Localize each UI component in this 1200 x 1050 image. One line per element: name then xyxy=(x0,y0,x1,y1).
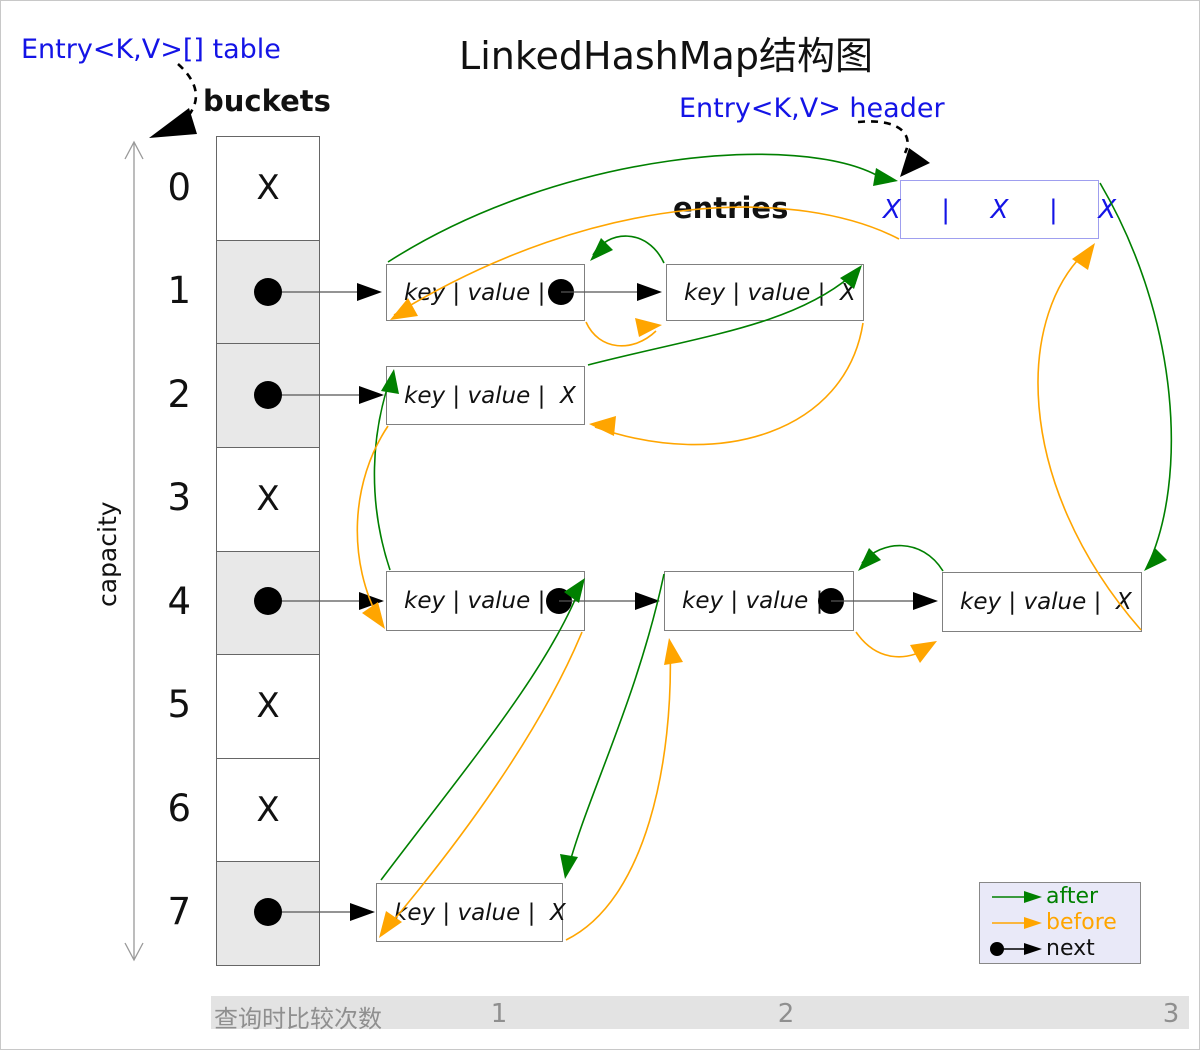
before-arrow-icon xyxy=(992,917,1042,929)
after-arrowhead xyxy=(1144,548,1167,571)
page-title: LinkedHashMap结构图 xyxy=(459,34,873,78)
after-arrowhead xyxy=(560,854,578,879)
legend: after before next xyxy=(979,882,1141,964)
bucket-index-7: 7 xyxy=(167,890,191,933)
legend-before-label: before xyxy=(1046,910,1117,935)
bucket-index-3: 3 xyxy=(167,476,191,519)
next-arrow-icon xyxy=(990,942,1042,956)
before-arrowhead xyxy=(362,602,385,629)
table-reference-arrow xyxy=(149,63,198,138)
before-arrowhead xyxy=(635,318,662,337)
before-arrowhead xyxy=(664,638,683,665)
legend-row-before: before xyxy=(988,910,1140,936)
legend-after-label: after xyxy=(1046,884,1099,909)
bucket-cell-0: X xyxy=(217,137,319,241)
bucket-index-6: 6 xyxy=(167,787,191,830)
before-arrow-b1e2-to-b2e1 xyxy=(594,322,864,446)
entry-node-bucket2-1: key | value | X xyxy=(386,366,585,425)
entry-node-bucket4-2: key | value | xyxy=(664,571,854,631)
legend-row-next: next xyxy=(988,936,1140,962)
before-arrowhead xyxy=(910,641,937,663)
before-arrowhead xyxy=(1072,243,1095,270)
after-arrowhead xyxy=(590,238,613,261)
after-arrow-b1e1-to-header xyxy=(387,153,881,263)
after-arrowhead xyxy=(858,548,881,571)
bucket-cell-7 xyxy=(217,862,319,965)
before-arrowhead xyxy=(589,416,616,436)
entry-node-bucket4-1: key | value | xyxy=(386,571,585,631)
legend-row-after: after xyxy=(988,884,1140,910)
comparison-count-label: 查询时比较次数 xyxy=(214,1005,382,1033)
after-arrow-icon xyxy=(992,891,1042,903)
bucket-cell-2 xyxy=(217,344,319,448)
bucket-index-0: 0 xyxy=(167,166,191,209)
after-arrow-header-to-b4e3 xyxy=(1099,182,1173,566)
bucket-index-2: 2 xyxy=(167,373,191,416)
comparison-count-3: 3 xyxy=(1162,999,1180,1029)
header-entry-node: X | X | X xyxy=(883,180,1116,239)
before-arrow-b1e1-to-b1e2 xyxy=(585,321,657,347)
before-arrow-b7e1-to-b4e2 xyxy=(565,642,672,941)
legend-next-label: next xyxy=(1046,936,1095,961)
bucket-index-1: 1 xyxy=(167,269,191,312)
entry-node-bucket7-1: key | value | X xyxy=(376,883,566,942)
entries-label: entries xyxy=(673,191,789,225)
bucket-cell-6: X xyxy=(217,759,319,863)
entry-node-bucket4-3: key | value | X xyxy=(942,572,1142,632)
entry-node-bucket1-2: key | value | X xyxy=(666,264,864,321)
comparison-count-1: 1 xyxy=(490,999,508,1029)
comparison-count-2: 2 xyxy=(777,999,795,1029)
before-arrow-b2e1-to-b4e1 xyxy=(356,425,389,624)
bucket-cell-4 xyxy=(217,551,319,656)
after-arrow-b4e3-to-b4e2 xyxy=(861,544,944,572)
bucket-array: X X X X xyxy=(216,136,320,966)
before-arrow-b4e2-to-b4e3 xyxy=(855,631,932,658)
bucket-cell-5: X xyxy=(217,655,319,759)
bucket-cell-1 xyxy=(217,240,319,345)
header-reference-label: Entry<K,V> header xyxy=(679,93,945,124)
bucket-cell-3: X xyxy=(217,448,319,552)
bucket-index-5: 5 xyxy=(167,683,191,726)
after-arrow-b1e2-to-b1e1 xyxy=(592,235,665,264)
comparison-count-strip: 查询时比较次数 1 2 3 xyxy=(211,996,1189,1033)
table-reference-label: Entry<K,V>[] table xyxy=(21,34,281,65)
bucket-index-4: 4 xyxy=(167,580,191,623)
after-arrowhead xyxy=(873,168,898,186)
entry-node-bucket1-1: key | value | xyxy=(386,264,585,321)
buckets-label: buckets xyxy=(203,84,331,118)
header-reference-arrow xyxy=(857,120,930,177)
capacity-double-arrow xyxy=(124,140,144,962)
capacity-label: capacity xyxy=(93,501,122,607)
